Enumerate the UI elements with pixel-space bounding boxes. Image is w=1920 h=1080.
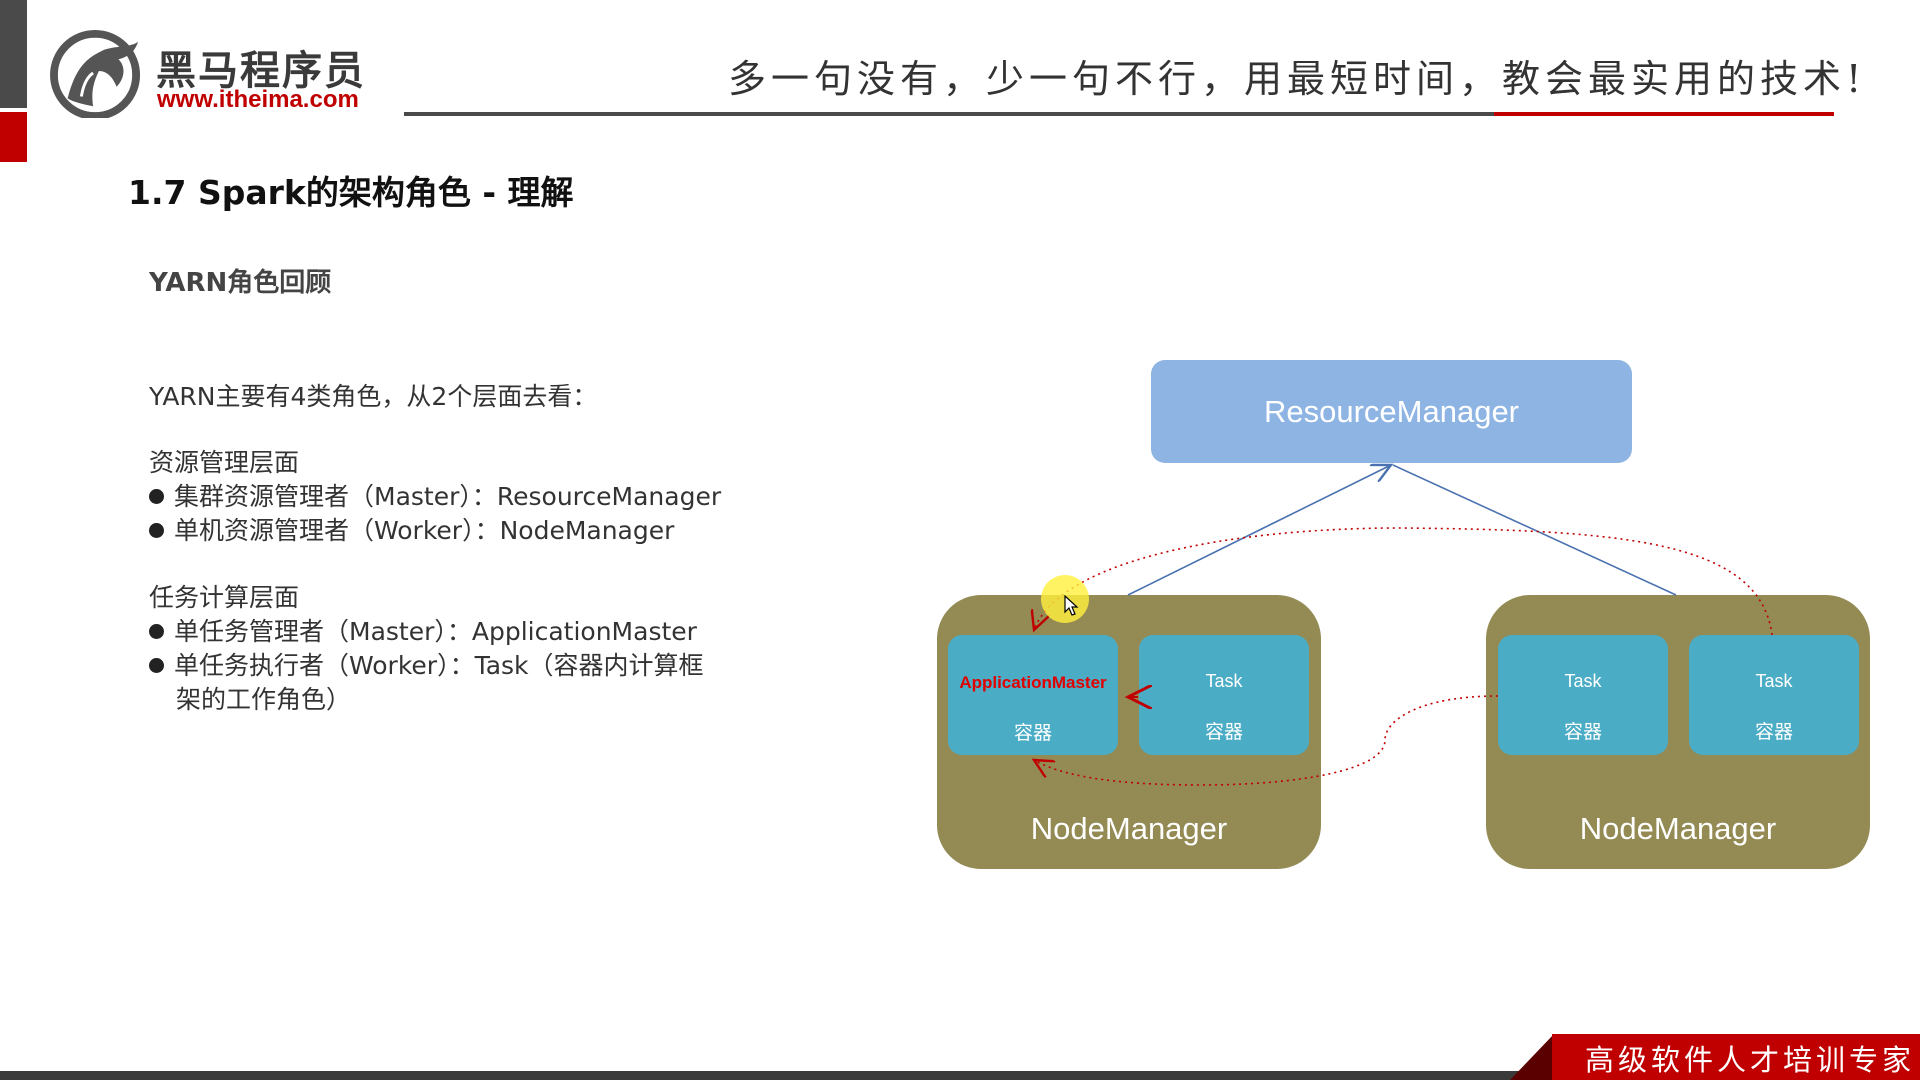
node-manager-label: NodeManager	[1579, 811, 1777, 846]
header-slogan: 多一句没有，少一句不行，用最短时间，教会最实用的技术!	[728, 57, 1867, 101]
container-sub: 容器	[1204, 722, 1243, 743]
node-manager-box: ApplicationMaster 容器 Task 容器 NodeManager	[937, 595, 1321, 869]
resource-manager-box: ResourceManager	[1151, 360, 1632, 463]
bullet-dot-icon	[149, 488, 164, 504]
left-edge-bar	[0, 0, 27, 108]
footer-bar	[0, 1071, 1920, 1080]
bullet-item: 单任务执行者（Worker）：Task（容器内计算框	[149, 649, 704, 683]
container-name: Task	[1564, 671, 1602, 691]
container-name: Task	[1755, 671, 1793, 691]
container-task: Task 容器	[1498, 635, 1668, 755]
footer-tag	[1552, 1034, 1920, 1080]
slide-title: 1.7 Spark的架构角色 - 理解	[128, 173, 574, 212]
footer-tag-corner	[1510, 1034, 1554, 1080]
node-manager-box: Task 容器 Task 容器 NodeManager	[1486, 595, 1870, 869]
header-divider-accent	[1494, 112, 1834, 116]
brand-url: www.itheima.com	[157, 86, 359, 113]
container-sub: 容器	[1013, 723, 1052, 744]
node-manager-label: NodeManager	[1030, 811, 1228, 846]
container-task: Task 容器	[1689, 635, 1859, 755]
left-edge-accent	[0, 112, 27, 162]
connector-nm1-to-rm	[1127, 465, 1391, 596]
resource-manager-label: ResourceManager	[1263, 393, 1520, 429]
bullet-item: 单机资源管理者（Worker）：NodeManager	[149, 514, 674, 548]
brand-name: 黑马程序员	[156, 48, 366, 94]
section-title: YARN角色回顾	[149, 268, 332, 298]
container-name: ApplicationMaster	[959, 673, 1107, 692]
bullet-dot-icon	[149, 623, 164, 639]
mouse-pointer-icon	[1064, 595, 1079, 616]
header-divider	[404, 112, 1494, 116]
connector-nm2-to-rm	[1392, 464, 1677, 596]
bullet-text: 单任务管理者（Master）：ApplicationMaster	[174, 617, 697, 646]
bullet-item: 集群资源管理者（Master）：ResourceManager	[149, 480, 721, 514]
container-application-master: ApplicationMaster 容器	[948, 635, 1118, 755]
bullet-continuation: 架的工作角色）	[176, 685, 352, 714]
bullet-dot-icon	[149, 522, 164, 538]
bullet-text: 单任务执行者（Worker）：Task（容器内计算框	[174, 651, 704, 680]
group-heading-resource: 资源管理层面	[149, 448, 300, 477]
bullet-dot-icon	[149, 657, 164, 673]
bullet-text: 单机资源管理者（Worker）：NodeManager	[174, 516, 675, 545]
bullet-text: 集群资源管理者（Master）：ResourceManager	[174, 482, 722, 511]
group-heading-compute: 任务计算层面	[149, 583, 300, 612]
container-name: Task	[1205, 671, 1243, 691]
container-sub: 容器	[1754, 722, 1793, 743]
intro-text: YARN主要有4类角色，从2个层面去看：	[149, 382, 598, 411]
footer-tagline: 高级软件人才培训专家	[1585, 1043, 1916, 1077]
bullet-item: 单任务管理者（Master）：ApplicationMaster	[149, 615, 697, 649]
container-sub: 容器	[1563, 722, 1602, 743]
container-task: Task 容器	[1139, 635, 1309, 755]
horse-logo-icon	[50, 29, 141, 118]
